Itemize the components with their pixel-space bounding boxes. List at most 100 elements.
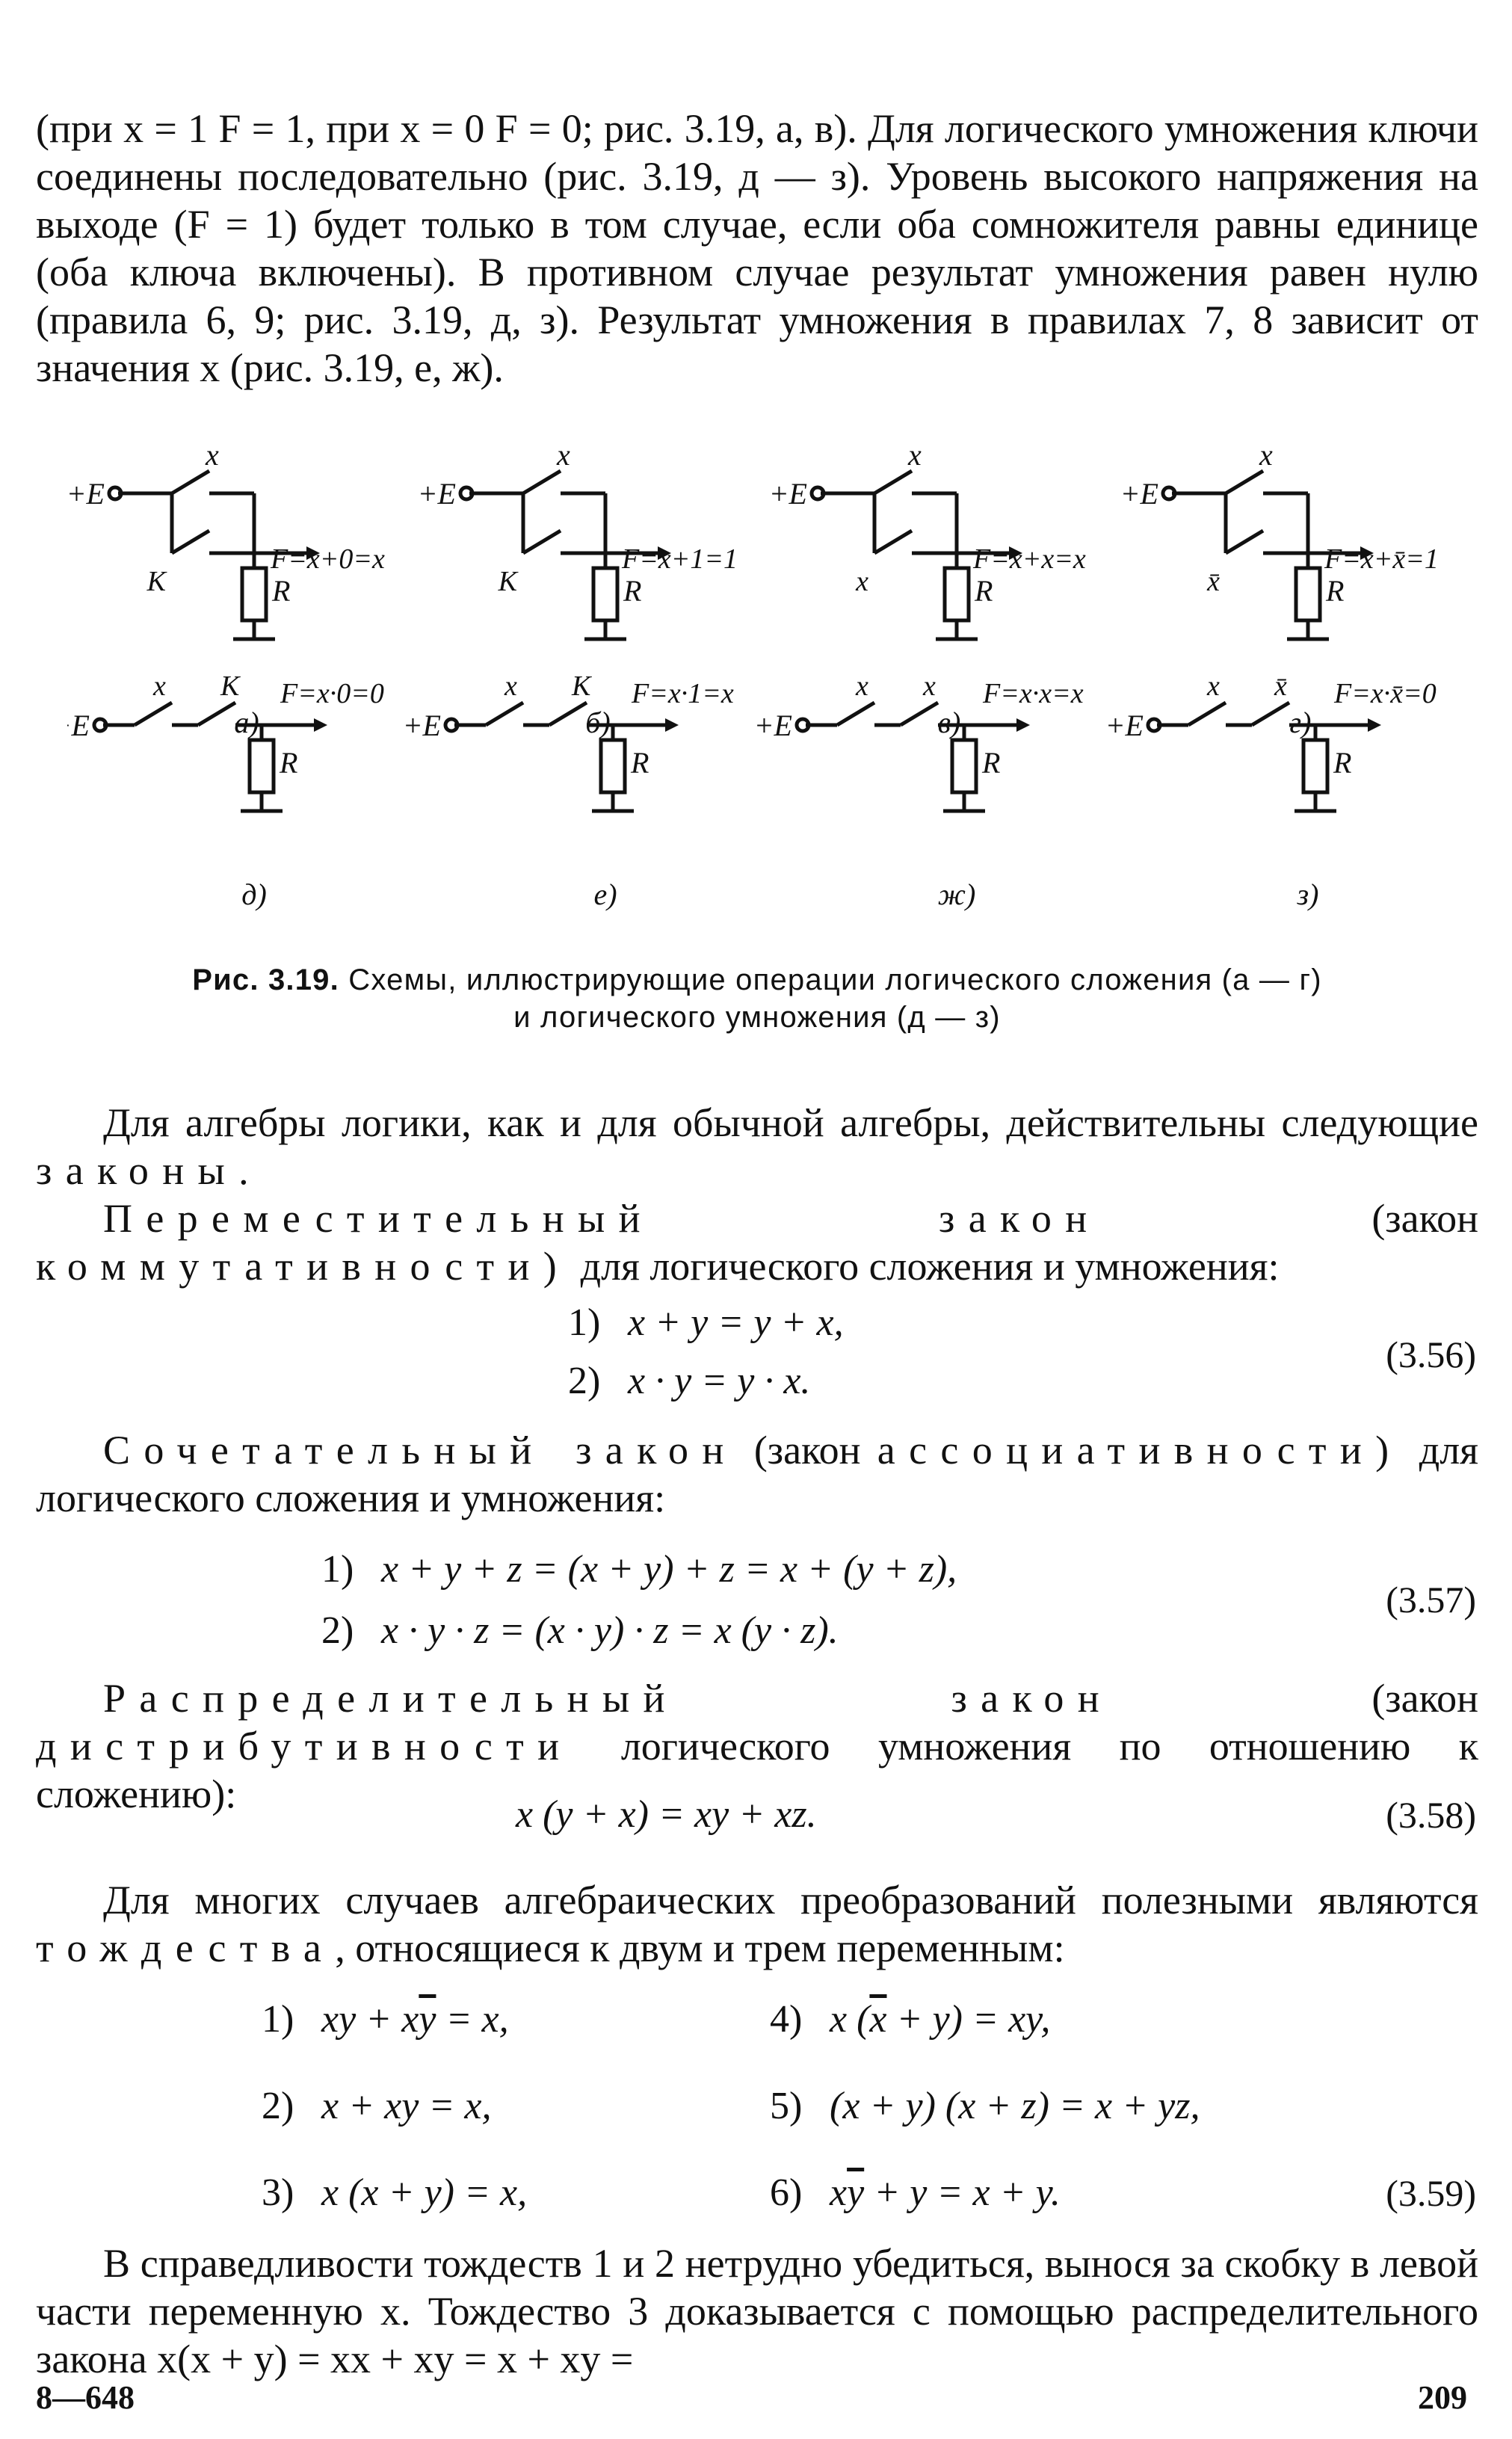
circuit-bottom-3-resistor — [950, 738, 978, 795]
circuit-top-1-switch2 — [170, 528, 211, 555]
identity-4: 4)x (x + y) = xy, — [770, 1998, 1051, 2041]
footer-signature: 8—648 — [36, 2379, 135, 2416]
circuit-bottom-3-switch2 — [899, 700, 939, 727]
identity-3: 3)x (x + y) = x, — [262, 2171, 528, 2214]
circuit-bottom-3-switch1-label: x — [855, 670, 868, 702]
circuit-bottom-3-switch1 — [836, 700, 876, 727]
circuit-bottom-1-switch2 — [197, 700, 237, 727]
circuit-top-3-formula: F=x+x=x — [972, 543, 1086, 575]
circuit-bottom-1-formula: F=x·0=0 — [280, 678, 384, 709]
circuit-bottom-4-switch2 — [1250, 700, 1291, 727]
circuit-bottom-3-resistor-label: R — [981, 746, 1000, 780]
circuit-bottom-4-formula: F=x·x̄=0 — [1333, 678, 1437, 709]
circuit-top-3-resistor — [942, 566, 971, 623]
circuit-top-2-resistor — [591, 566, 620, 623]
circuit-bottom-2-formula: F=x·1=x — [631, 678, 734, 709]
circuit-top-1-switch1 — [170, 469, 211, 496]
equation-3-57-line1: 1)x + y + z = (x + y) + z = x + (y + z), — [321, 1548, 957, 1591]
identities-paragraph: Для многих случаев алгебраических преобр… — [36, 1878, 1478, 1970]
circuit-top-3-switch1-label: x — [907, 448, 922, 472]
circuit-top-2-switch2 — [522, 528, 562, 555]
circuit-top-2-resistor-label: R — [623, 574, 641, 608]
circuit-top-3-switch2-label: x — [855, 566, 868, 597]
distributive-paragraph: Распределительный закон (закон дистрибут… — [36, 1676, 1478, 1816]
circuit-bottom-3-letter: ж) — [938, 878, 976, 911]
circuit-bottom-4-supply-label: +E — [1105, 709, 1144, 742]
circuit-top-4-formula: F=x+x̄=1 — [1324, 543, 1439, 575]
final-paragraph: В справедливости тождеств 1 и 2 нетрудно… — [36, 2241, 1478, 2381]
circuit-top-1-supply-label: +E — [67, 477, 105, 511]
circuit-bottom-1-output-arrow — [314, 718, 327, 732]
circuit-top-1-switch2-label: K — [146, 566, 167, 597]
circuit-bottom-2-switch1 — [484, 700, 525, 727]
identity-5: 5)(x + y) (x + z) = x + yz, — [770, 2085, 1200, 2127]
equation-3-57-line2: 2)x · y · z = (x · y) · z = x (y · z). — [321, 1609, 839, 1652]
circuit-top-4-switch2 — [1224, 528, 1265, 555]
circuit-top-3-switch1 — [873, 469, 913, 496]
circuit-top-4-resistor-label: R — [1325, 574, 1344, 608]
figure-caption: Рис. 3.19. Схемы, иллюстрирующие операци… — [36, 961, 1478, 1036]
caption-line2: и логического умножения (д — з) — [513, 1001, 1001, 1034]
circuit-bottom-2-switch1-label: x — [504, 670, 517, 702]
circuit-bottom-1-switch2-label: K — [220, 670, 241, 702]
circuit-bottom-2-switch2 — [548, 700, 588, 727]
circuit-top-3-letter: в) — [938, 706, 961, 739]
circuit-bottom-1-supply-label: +E — [67, 709, 90, 742]
circuit-top-2-letter: б) — [585, 706, 610, 739]
circuit-top-1-formula: F=x+0=x — [270, 543, 385, 575]
intro-paragraph: (при x = 1 F = 1, при x = 0 F = 0; рис. … — [36, 106, 1478, 390]
equation-number-3-59: (3.59) — [1386, 2172, 1476, 2214]
circuit-top-3-resistor-label: R — [974, 574, 993, 608]
identity-6: 6)xy + y = x + y. — [770, 2171, 1061, 2214]
commutative-paragraph: Переместительный закон (закон коммутатив… — [36, 1196, 1478, 1289]
circuit-bottom-2-resistor — [599, 738, 627, 795]
circuit-bottom-1-switch1 — [133, 700, 173, 727]
circuit-top-2-switch1 — [522, 469, 562, 496]
circuit-top-2-supply-label: +E — [418, 477, 456, 511]
circuit-bottom-2-output-arrow — [665, 718, 679, 732]
circuit-bottom-4-switch1 — [1187, 700, 1227, 727]
circuit-top-4-switch1 — [1224, 469, 1265, 496]
equation-number-3-57: (3.57) — [1386, 1579, 1476, 1621]
caption-label: Рис. 3.19. — [192, 963, 339, 996]
circuit-top-4-supply-label: +E — [1120, 477, 1158, 511]
circuit-top-2-switch2-label: K — [498, 566, 519, 597]
circuit-top-4-switch2-label: x̄ — [1206, 566, 1220, 597]
circuit-top-3-switch2 — [873, 528, 913, 555]
circuit-bottom-1-resistor — [247, 738, 276, 795]
circuit-top-4-letter: г) — [1290, 706, 1312, 739]
equation-3-56-line2: 2)x · y = y · x. — [568, 1360, 811, 1402]
identity-2: 2)x + xy = x, — [262, 2085, 492, 2127]
circuit-bottom-4-resistor-label: R — [1333, 746, 1351, 780]
circuit-bottom-1-letter: д) — [241, 878, 267, 911]
equation-number-3-58: (3.58) — [1386, 1794, 1476, 1836]
circuit-top-2-output-arrow — [658, 546, 671, 560]
circuit-top-4-switch1-label: x — [1259, 448, 1273, 472]
circuit-top-2-formula: F=x+1=1 — [621, 543, 738, 575]
page-number: 209 — [1418, 2379, 1467, 2416]
circuit-bottom-2-letter: е) — [593, 878, 617, 911]
circuit-top-3-output-arrow — [1009, 546, 1022, 560]
equation-3-58: x (y + x) = xy + xz. — [516, 1793, 817, 1836]
circuit-top-3-supply-label: +E — [769, 477, 807, 511]
circuit-top-4-resistor — [1294, 566, 1322, 623]
circuit-bottom-4-output-arrow — [1368, 718, 1381, 732]
circuit-top-1-resistor-label: R — [271, 574, 290, 608]
laws-intro-paragraph: Для алгебры логики, как и для обычной ал… — [36, 1100, 1478, 1193]
circuit-bottom-3-supply-label: +E — [754, 709, 792, 742]
circuit-top-2-switch1-label: x — [556, 448, 570, 472]
associative-paragraph: Сочетательный закон (закон ассоциативнос… — [36, 1428, 1478, 1520]
circuit-bottom-2-switch2-label: K — [571, 670, 592, 702]
circuit-top-1-switch1-label: x — [205, 448, 219, 472]
circuit-top-4-output-arrow — [1360, 546, 1374, 560]
circuit-bottom-2-supply-label: +E — [403, 709, 441, 742]
circuit-top-1-letter: а) — [234, 706, 259, 739]
circuit-bottom-3-formula: F=x·x=x — [982, 678, 1084, 709]
circuit-bottom-1-switch1-label: x — [152, 670, 166, 702]
circuit-bottom-3-switch2-label: x — [922, 670, 936, 702]
equation-3-56-line1: 1)x + y = y + x, — [568, 1301, 844, 1344]
circuit-top-1-output-arrow — [306, 546, 320, 560]
